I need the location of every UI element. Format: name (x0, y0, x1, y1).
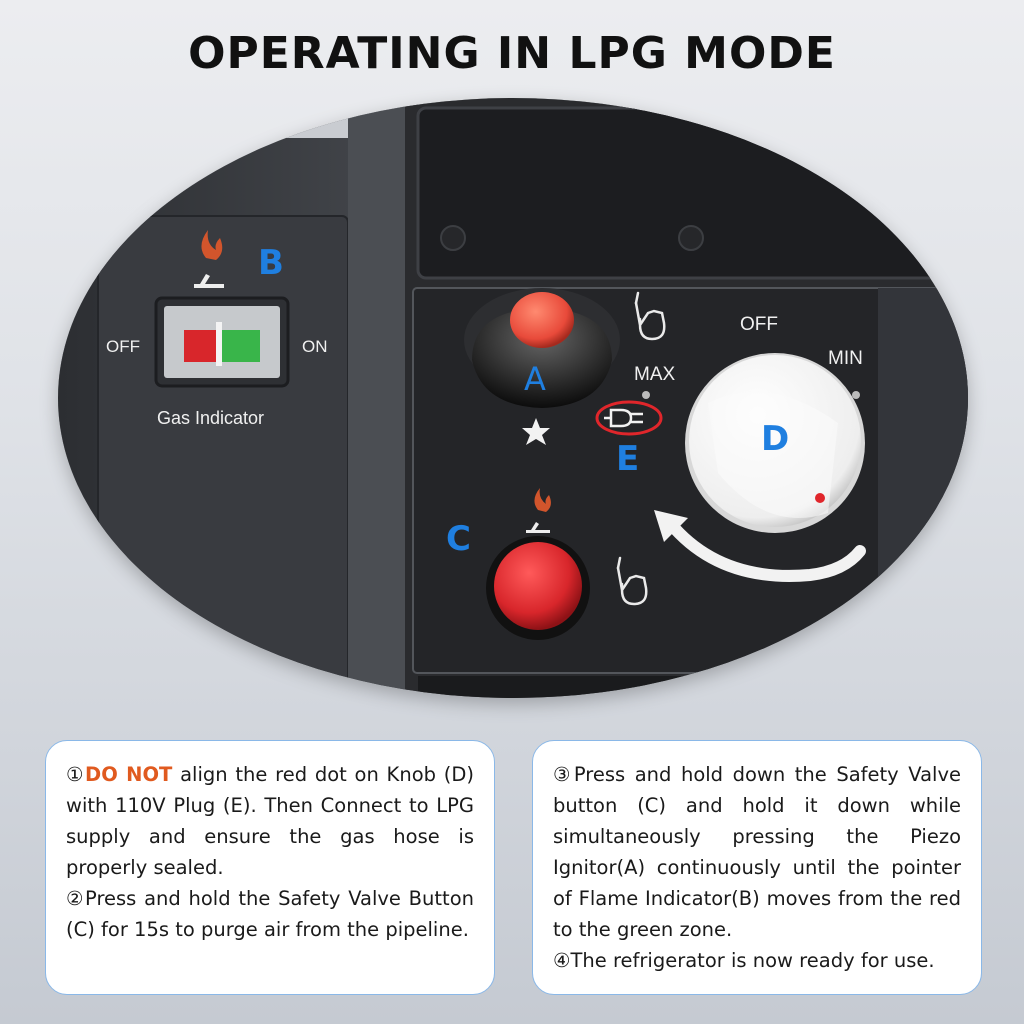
gas-indicator-label: Gas Indicator (157, 408, 264, 428)
label-d: D (761, 419, 789, 459)
control-panel-illustration: OFF ON Gas Indicator B A C D E OFF MAX M… (58, 98, 968, 698)
rotation-arrow-icon (654, 510, 866, 582)
instructions-card-right: ③Press and hold down the Safety Valve bu… (532, 740, 982, 995)
plug-icon (595, 400, 663, 436)
step-4: ④The refrigerator is now ready for use. (553, 949, 935, 972)
step-1: ①DO NOT align the red dot on Knob (D) wi… (66, 763, 474, 879)
indicator-red-zone (184, 330, 218, 362)
step-3: ③Press and hold down the Safety Valve bu… (553, 763, 961, 941)
piezo-ignitor-button[interactable] (464, 288, 620, 408)
off-label: OFF (106, 337, 140, 356)
spark-icon (522, 418, 550, 445)
control-panel-photo: OFF ON Gas Indicator B A C D E OFF MAX M… (58, 98, 968, 698)
finger-press-icon (616, 556, 648, 606)
label-b: B (258, 243, 284, 283)
label-e: E (616, 439, 639, 479)
page-title: OPERATING IN LPG MODE (188, 28, 836, 79)
max-label: MAX (634, 364, 676, 385)
instructions-card-left: ①DO NOT align the red dot on Knob (D) wi… (45, 740, 495, 995)
indicator-pointer (216, 322, 222, 366)
flame-icon (526, 488, 551, 533)
label-c: C (446, 519, 471, 559)
min-label: MIN (828, 348, 863, 369)
warning-text: DO NOT (85, 763, 173, 786)
on-label: ON (302, 337, 328, 356)
label-a: A (524, 360, 546, 398)
step-2: ②Press and hold the Safety Valve Button … (66, 887, 474, 941)
safety-valve-button[interactable] (486, 536, 590, 640)
flame-indicator-icon (194, 230, 224, 288)
finger-press-icon (634, 291, 666, 341)
control-knob[interactable] (685, 353, 865, 533)
indicator-green-zone (218, 330, 260, 362)
knob-off-label: OFF (740, 314, 778, 335)
